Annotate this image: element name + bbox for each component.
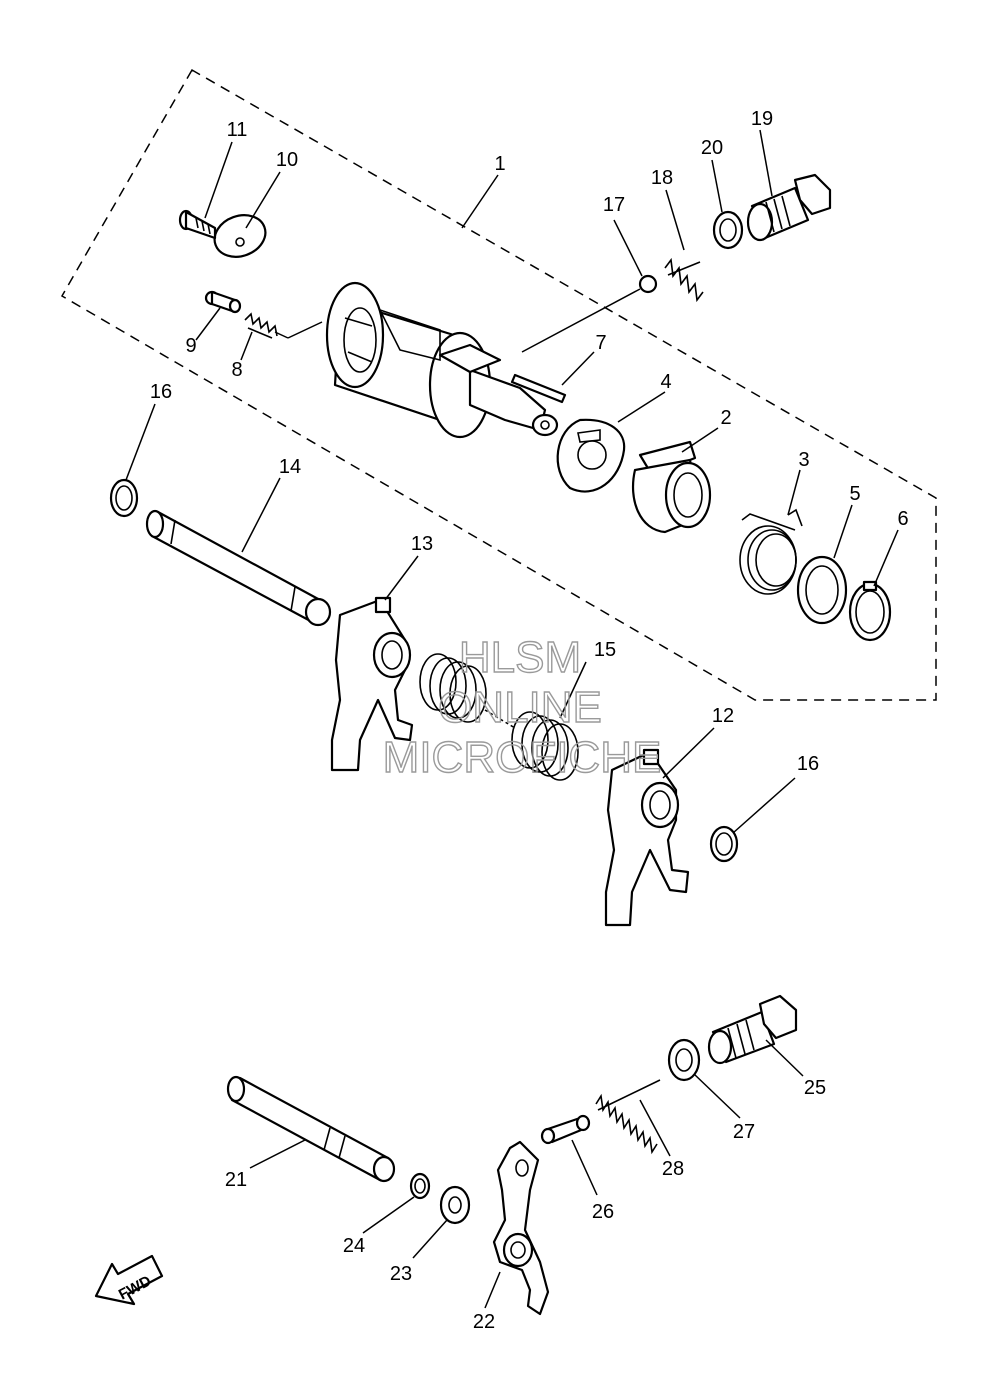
callout-3: 3 <box>798 449 809 471</box>
ball-17 <box>638 274 658 294</box>
assembly-boundary <box>60 68 937 701</box>
washer-20 <box>712 210 744 250</box>
stopper-lever-22 <box>492 1140 550 1316</box>
plug-bolt-19 <box>746 173 832 242</box>
callout-26: 26 <box>592 1201 614 1223</box>
callout-17: 17 <box>603 194 625 216</box>
segment-plate <box>556 418 626 493</box>
spring-18 <box>664 257 704 303</box>
spring-28 <box>595 1079 661 1155</box>
circlip-16-right <box>709 825 739 863</box>
fwd-arrow: FWD <box>94 1254 164 1306</box>
callout-13: 13 <box>411 533 433 555</box>
callout-12: 12 <box>712 705 734 727</box>
shift-drum <box>274 281 559 439</box>
washer-5 <box>796 555 848 625</box>
callout-18: 18 <box>651 167 673 189</box>
dowel-pin <box>510 373 567 404</box>
stopper-plate <box>213 214 267 258</box>
pin-9 <box>204 290 242 314</box>
circlip-16-left <box>109 478 139 518</box>
callout-28: 28 <box>662 1158 684 1180</box>
pin-26 <box>540 1114 591 1145</box>
guide-bar-14 <box>145 509 332 627</box>
callout-11: 11 <box>227 119 248 141</box>
callout-16-left: 16 <box>150 381 172 403</box>
watermark: HLSM ONLINE MICROFICHE <box>382 632 662 782</box>
watermark-line-2: ONLINE <box>438 683 602 732</box>
shift-fork-12 <box>604 748 690 927</box>
callout-20: 20 <box>701 137 723 159</box>
callout-7: 7 <box>595 332 606 354</box>
washer-23 <box>439 1185 471 1225</box>
callout-16-right: 16 <box>797 753 819 775</box>
springs-15 <box>419 653 579 781</box>
shaft-21 <box>226 1075 396 1183</box>
watermark-line-1: HLSM <box>459 633 581 682</box>
screw-11 <box>178 209 217 240</box>
washer-27 <box>667 1038 701 1082</box>
callout-labels: 1 2 3 4 5 6 7 8 9 10 11 12 13 14 15 16 1… <box>150 108 909 1333</box>
callout-22: 22 <box>473 1311 495 1333</box>
callout-15: 15 <box>594 639 616 661</box>
callout-10: 10 <box>276 149 298 171</box>
small-spring-8 <box>244 312 278 339</box>
callout-4: 4 <box>660 371 671 393</box>
callout-23: 23 <box>390 1263 412 1285</box>
circlip-6 <box>848 580 892 642</box>
callout-14: 14 <box>279 456 301 478</box>
torsion-spring <box>739 508 803 595</box>
callout-5: 5 <box>849 483 860 505</box>
callout-19: 19 <box>751 108 773 130</box>
leader-lines <box>125 129 899 1309</box>
callout-8: 8 <box>231 359 242 381</box>
circlip-24 <box>409 1172 431 1200</box>
callout-25: 25 <box>804 1077 826 1099</box>
collar-part <box>631 440 712 534</box>
shift-fork-13 <box>330 596 414 772</box>
callout-24: 24 <box>343 1235 365 1257</box>
plug-bolt-25 <box>707 994 798 1065</box>
callout-9: 9 <box>185 335 196 357</box>
callout-27: 27 <box>733 1121 755 1143</box>
callout-2: 2 <box>720 407 731 429</box>
callout-6: 6 <box>897 508 908 530</box>
callout-1: 1 <box>494 153 505 175</box>
callout-21: 21 <box>225 1169 247 1191</box>
watermark-line-3: MICROFICHE <box>383 733 662 782</box>
